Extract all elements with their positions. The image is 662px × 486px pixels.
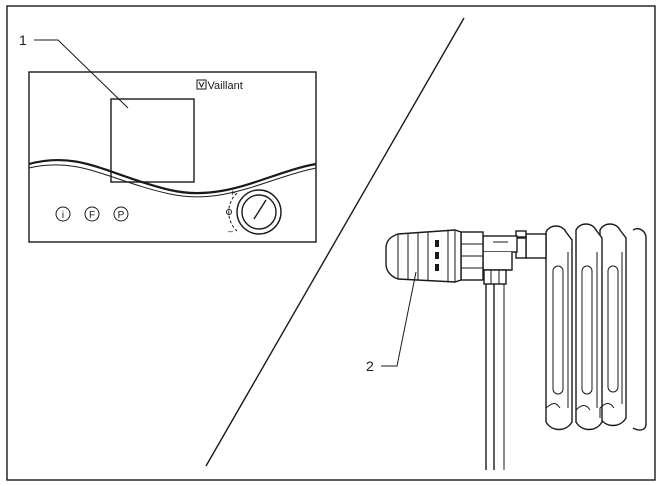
info-button-label: i	[62, 210, 64, 221]
controller-display	[110, 98, 195, 183]
button-program: P	[113, 206, 129, 222]
radiator-base-1	[545, 403, 561, 422]
head-scale-mark-3	[435, 264, 439, 271]
diagonal-divider	[205, 17, 465, 467]
radiator-section-2	[575, 223, 603, 431]
vaillant-logo-mark	[196, 79, 207, 90]
program-button-icon	[113, 206, 129, 222]
radiator-fin-slot-2	[581, 265, 593, 395]
callout-1-label: 1	[19, 32, 27, 48]
button-function: F	[84, 206, 100, 222]
knob-indicator	[253, 199, 267, 220]
thermostatic-head	[385, 229, 462, 283]
info-button-icon	[55, 206, 71, 222]
brand-name: Vaillant	[208, 80, 243, 92]
figure-frame	[6, 5, 656, 481]
radiator-section-4	[632, 228, 647, 431]
function-button-label: F	[89, 210, 95, 221]
radiator-fin-slot-1	[552, 265, 564, 395]
valve-lower-body	[482, 252, 513, 271]
function-button-icon	[84, 206, 100, 222]
callout-2: 2	[366, 271, 417, 374]
knob-dot-icon	[226, 209, 232, 215]
radiator-base-2	[575, 405, 591, 422]
callout-1: 1	[19, 32, 129, 109]
callout-1-leader	[34, 39, 129, 109]
head-scale-mark-1	[435, 240, 439, 247]
program-button-label: P	[118, 210, 125, 221]
vaillant-logo: Vaillant	[196, 79, 243, 92]
valve-pipe-nut	[483, 269, 507, 285]
connector-nut-cap	[515, 230, 527, 238]
callout-2-leader	[381, 271, 417, 367]
room-controller: Vaillant i F P	[28, 71, 317, 243]
button-info: i	[55, 206, 71, 222]
head-scale-mark-2	[435, 252, 439, 259]
radiator-section-3	[599, 223, 627, 427]
radiator-connector	[525, 233, 547, 259]
controller-housing	[28, 71, 317, 243]
knob-scale-arc	[228, 192, 238, 232]
radiator-fin-slot-3	[607, 265, 619, 393]
radiator-assembly	[385, 223, 647, 470]
knob-inner-ring	[241, 194, 277, 230]
knob-outer-ring	[236, 189, 282, 235]
flap-contour-inner	[28, 164, 317, 198]
rotary-knob: + –	[226, 188, 282, 236]
valve-body	[482, 235, 518, 253]
radiator-base-3	[599, 403, 615, 418]
vaillant-logo-hare-icon	[198, 81, 205, 89]
knob-plus-mark: +	[230, 188, 235, 198]
radiator-body	[545, 223, 647, 431]
knob-minus-mark: –	[228, 226, 233, 236]
callout-2-label: 2	[366, 358, 374, 374]
flap-contour-outer	[28, 158, 317, 195]
